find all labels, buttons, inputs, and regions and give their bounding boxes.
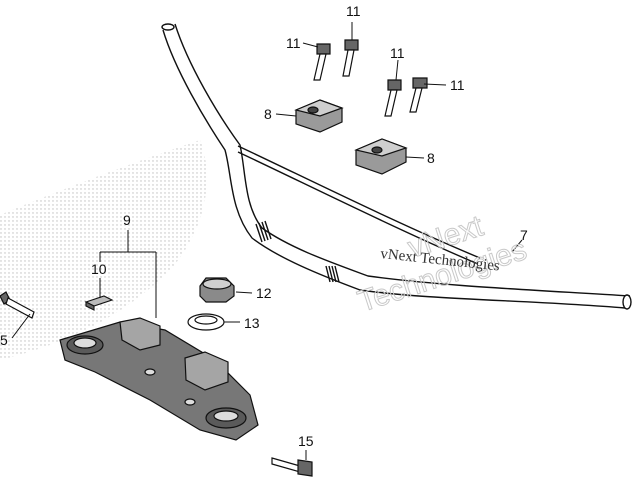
bolt-11-right (409, 77, 428, 113)
nut-12 (199, 277, 235, 303)
callout-edge-partial: 5 (0, 332, 8, 348)
callout-holder-right: 8 (427, 150, 435, 166)
bolt-15 (271, 457, 313, 477)
callout-bolt-bottom: 15 (298, 433, 314, 449)
callout-bridge: 9 (123, 212, 131, 228)
knurl-right (325, 265, 340, 283)
callout-handlebar: 7 (520, 227, 528, 243)
spacer-10 (84, 295, 114, 311)
bolt-11-mid (384, 79, 402, 117)
callout-spacer: 10 (91, 261, 107, 277)
shading-area (0, 140, 207, 360)
bolt-11-top (342, 39, 359, 77)
bolt-11-left (313, 43, 331, 81)
watermark: vNext Technologies vNext Technologies (353, 209, 531, 319)
callout-washer: 13 (244, 315, 260, 331)
holder-8-right (354, 138, 408, 175)
callout-bolt-right: 11 (450, 77, 465, 93)
knurl-left (255, 220, 272, 243)
bridge-9 (59, 317, 259, 441)
callouts: 11 11 11 11 8 8 7 9 10 12 13 15 5 (0, 3, 528, 449)
handlebar (161, 23, 632, 310)
callout-bolt-left: 11 (286, 35, 301, 51)
callout-nut: 12 (256, 285, 272, 301)
bolt-5-partial (0, 291, 35, 319)
callout-holder-left: 8 (264, 106, 272, 122)
washer-13 (187, 313, 225, 331)
holder-8-left (294, 99, 344, 133)
callout-bolt-mid: 11 (390, 45, 405, 61)
callout-bolt-top: 11 (346, 3, 361, 19)
leader-lines (11, 22, 523, 460)
